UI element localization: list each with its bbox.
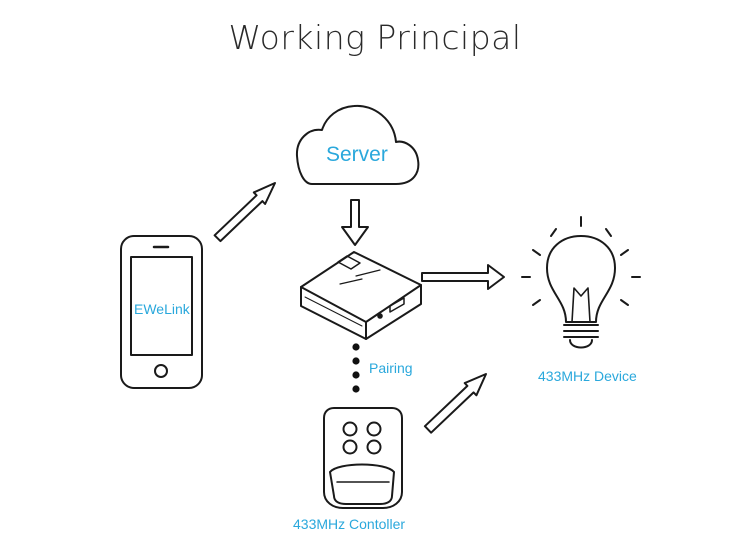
pairing-dots [352, 343, 360, 393]
light-bulb-icon [521, 216, 641, 349]
server-label: Server [326, 143, 388, 166]
remote-control-icon [323, 407, 403, 509]
device-label: 433MHz Device [538, 368, 637, 384]
pairing-label: Pairing [369, 360, 413, 376]
arrow-remote-to-bulb [423, 373, 487, 434]
app-label: EWeLink [134, 301, 190, 317]
arrow-phone-to-cloud [213, 182, 276, 243]
bridge-hub-icon [300, 251, 422, 340]
cloud-icon [295, 104, 420, 185]
diagram-title: Working Principal [228, 18, 522, 57]
smartphone-icon [120, 235, 203, 389]
controller-label: 433MHz Contoller [293, 516, 406, 532]
arrow-hub-to-bulb [421, 264, 505, 290]
arrow-cloud-to-hub [341, 199, 369, 246]
